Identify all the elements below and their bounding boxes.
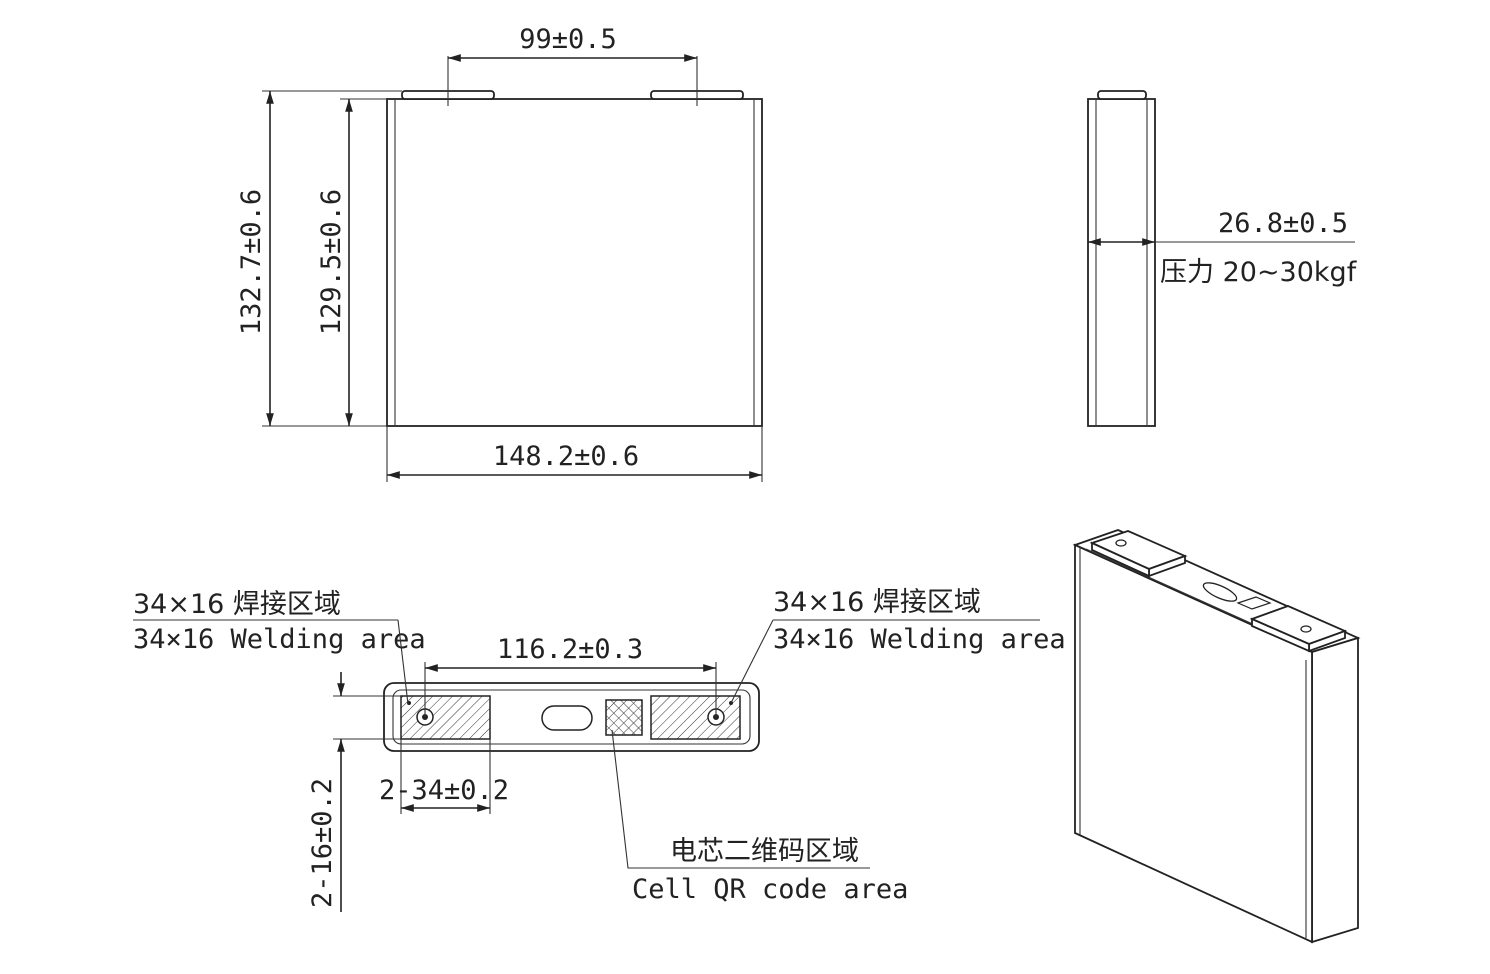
welding-right-label-en: 34×16 Welding area <box>773 624 1066 655</box>
dim-thickness: 26.8±0.5 <box>1218 208 1348 239</box>
dim-terminal-depth: 2-16±0.2 <box>307 778 338 908</box>
qr-label-cn: 电芯二维码区域 <box>670 836 859 867</box>
dim-width: 148.2±0.6 <box>493 441 639 472</box>
isometric-view <box>1072 529 1361 944</box>
qr-label-en: Cell QR code area <box>632 874 908 905</box>
welding-right-label-cn: 34×16 焊接区域 <box>773 587 981 618</box>
welding-left-label-en: 34×16 Welding area <box>133 624 426 655</box>
welding-area-right <box>650 695 741 740</box>
dim-terminal-center-distance: 116.2±0.3 <box>497 634 643 665</box>
safety-vent <box>541 705 593 731</box>
iso-vent <box>1202 582 1238 602</box>
cell-body-side <box>1087 98 1156 427</box>
dim-total-height: 132.7±0.6 <box>236 189 267 335</box>
welding-area-left <box>400 695 491 740</box>
welding-left-label-cn: 34×16 焊接区域 <box>133 589 341 620</box>
front-view: 99±0.5 132.7±0.6 129.5±0.6 148.2±0.6 <box>236 24 763 482</box>
terminal-side <box>1097 90 1147 100</box>
qr-code-area <box>605 699 643 736</box>
dim-terminal-width: 2-34±0.2 <box>379 775 509 806</box>
top-view: 34×16 焊接区域 34×16 Welding area 34×16 焊接区域… <box>133 587 1066 912</box>
dim-terminal-spacing: 99±0.5 <box>519 24 617 55</box>
cell-body-front <box>386 98 763 427</box>
side-view: 26.8±0.5 压力 20~30kgf <box>1087 90 1358 427</box>
dim-body-height: 129.5±0.6 <box>316 189 347 335</box>
pressure-label: 压力 20~30kgf <box>1160 257 1358 288</box>
